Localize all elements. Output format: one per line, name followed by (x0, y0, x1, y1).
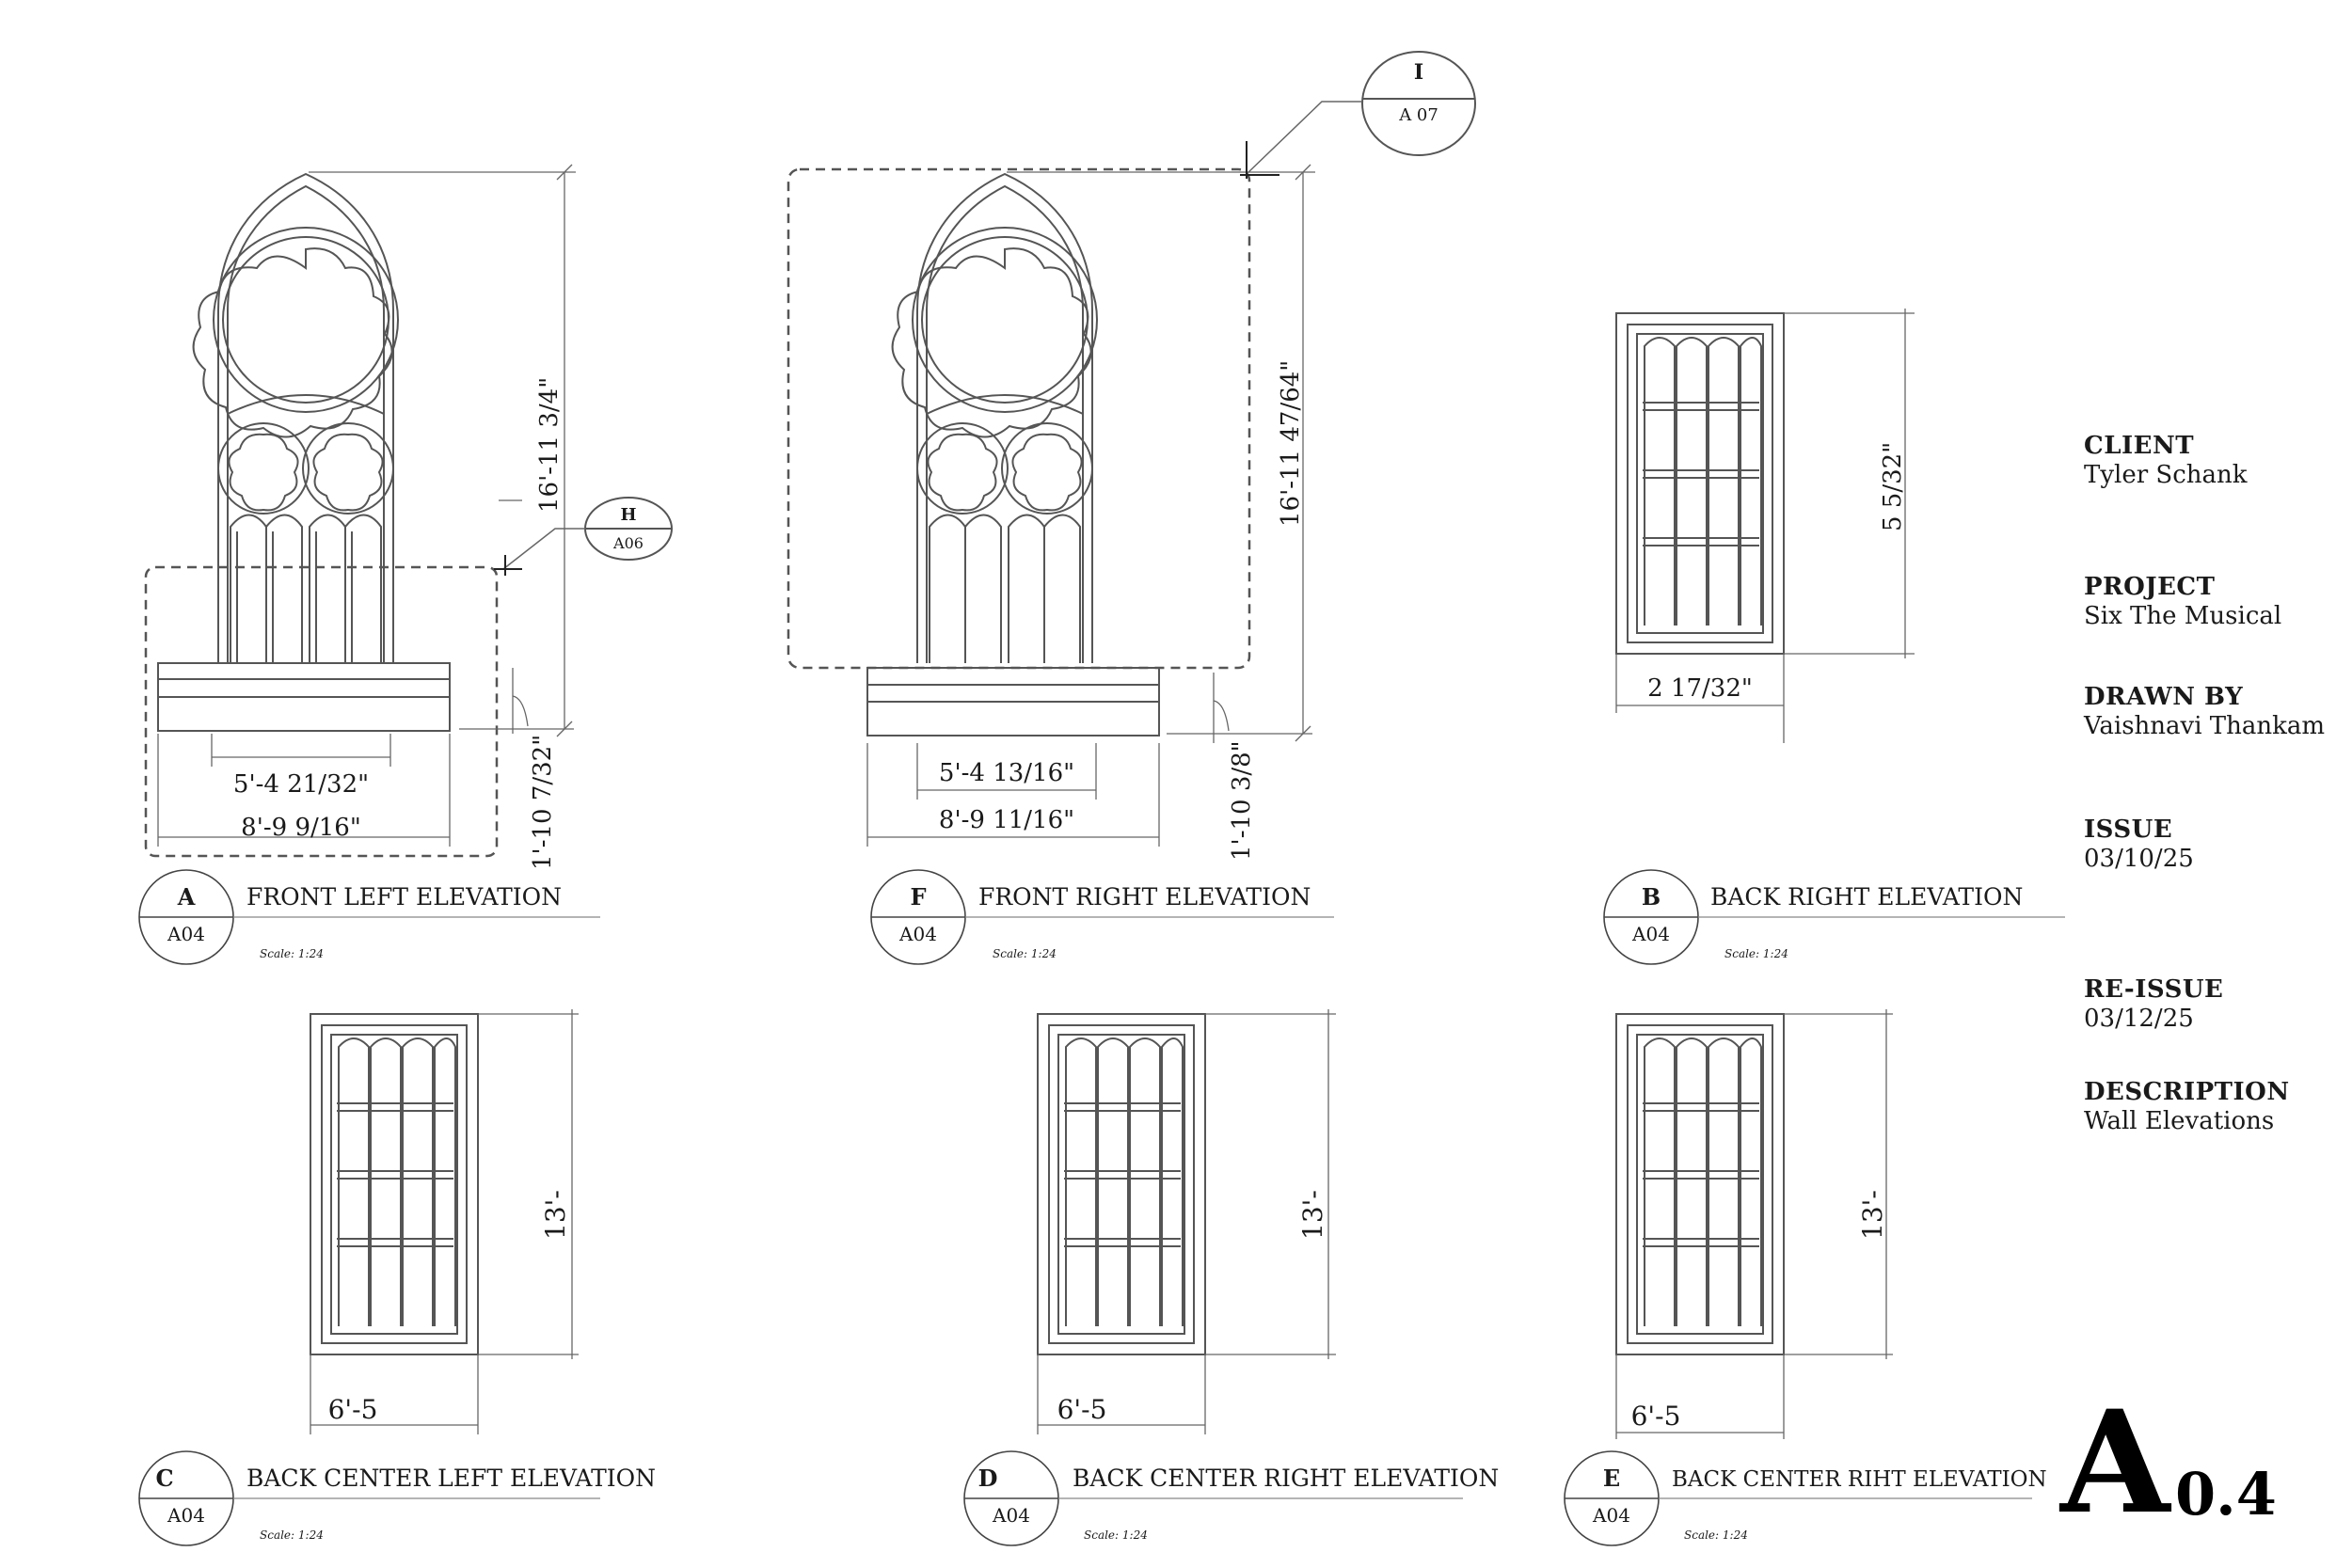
project-block: PROJECT Six The Musical (2084, 572, 2338, 630)
panel-window-e (1615, 1013, 1785, 1355)
view-f-letter: F (910, 883, 926, 911)
view-d-sheet: A04 (992, 1504, 1030, 1527)
sheet-number: A 0.4 (2060, 1392, 2343, 1533)
description-label: DESCRIPTION (2084, 1078, 2290, 1106)
view-f-title: FRONT RIGHT ELEVATION (978, 883, 1311, 911)
panel-window-d (1037, 1013, 1206, 1355)
panel-window-b (1615, 312, 1785, 655)
view-e-sheet: A04 (1592, 1504, 1630, 1527)
view-d-title: BACK CENTER RIGHT ELEVATION (1073, 1465, 1499, 1492)
dim-f-outer: 8'-9 11/16" (939, 806, 1074, 834)
view-f-sheet: A04 (898, 923, 937, 945)
view-a-scale: Scale: 1:24 (260, 947, 324, 960)
client-block: CLIENT Tyler Schank (2084, 431, 2338, 489)
view-d-scale: Scale: 1:24 (1084, 1528, 1148, 1542)
view-b-sheet: A04 (1631, 923, 1670, 945)
dim-a-height: 16'-11 3/4" (535, 377, 564, 513)
description-block: DESCRIPTION Wall Elevations (2084, 1077, 2338, 1135)
reissue-label: RE-ISSUE (2084, 975, 2224, 1004)
view-a-sheet: A04 (167, 923, 205, 945)
panel-window-c (310, 1013, 479, 1355)
sheet-number-letter: A (2060, 1380, 2170, 1545)
gothic-window-f (866, 172, 1160, 736)
issue-label: ISSUE (2084, 816, 2173, 844)
view-f-scale: Scale: 1:24 (993, 947, 1057, 960)
callout-i-letter: I (1414, 60, 1423, 85)
dim-e-height: 13'- (1857, 1190, 1888, 1240)
dim-d-height: 13'- (1297, 1190, 1328, 1240)
view-b-scale: Scale: 1:24 (1724, 947, 1788, 960)
view-a-letter: A (177, 883, 196, 911)
dim-f-inner: 5'-4 13/16" (939, 759, 1074, 787)
dim-c-height: 13'- (540, 1190, 571, 1240)
dim-d-width: 6'-5 (1057, 1394, 1107, 1425)
dim-b-width: 2 17/32" (1647, 674, 1753, 703)
view-b-letter: B (1642, 883, 1661, 911)
dim-a-base: 1'-10 7/32" (529, 735, 557, 870)
dim-a-outer: 8'-9 9/16" (241, 814, 361, 842)
description-value: Wall Elevations (2084, 1107, 2275, 1135)
view-c-letter: C (155, 1465, 173, 1492)
view-c-title: BACK CENTER LEFT ELEVATION (246, 1465, 656, 1492)
client-value: Tyler Schank (2084, 461, 2248, 489)
drawn-by-label: DRAWN BY (2084, 683, 2244, 711)
drawn-by-value: Vaishnavi Thankam (2084, 712, 2326, 740)
project-label: PROJECT (2084, 573, 2216, 601)
view-b-title: BACK RIGHT ELEVATION (1710, 883, 2023, 911)
sheet-number-digits: 0.4 (2175, 1460, 2277, 1528)
dim-f-height: 16'-11 47/64" (1277, 360, 1305, 527)
dim-b-height: 5 5/32" (1879, 442, 1907, 531)
client-label: CLIENT (2084, 432, 2195, 460)
callout-h-sheet: A06 (612, 534, 644, 552)
gothic-window-a (157, 172, 451, 732)
issue-value: 03/10/25 (2084, 845, 2194, 873)
callout-h-letter: H (620, 505, 636, 525)
dim-a-inner: 5'-4 21/32" (233, 770, 369, 799)
view-e-title: BACK CENTER RIHT ELEVATION (1672, 1467, 2047, 1492)
view-c-sheet: A04 (167, 1504, 205, 1527)
project-value: Six The Musical (2084, 602, 2282, 630)
reissue-block: RE-ISSUE 03/12/25 (2084, 974, 2338, 1033)
view-e-letter: E (1603, 1465, 1620, 1492)
drawn-by-block: DRAWN BY Vaishnavi Thankam (2084, 682, 2338, 740)
view-a-title: FRONT LEFT ELEVATION (246, 883, 562, 911)
view-e-scale: Scale: 1:24 (1684, 1528, 1748, 1542)
issue-block: ISSUE 03/10/25 (2084, 815, 2338, 873)
dim-f-base: 1'-10 3/8" (1228, 740, 1256, 861)
view-c-scale: Scale: 1:24 (260, 1528, 324, 1542)
callout-i-sheet: A 07 (1398, 105, 1438, 125)
dim-e-width: 6'-5 (1631, 1401, 1681, 1432)
reissue-value: 03/12/25 (2084, 1005, 2194, 1033)
view-d-letter: D (978, 1465, 998, 1492)
dim-c-width: 6'-5 (328, 1394, 378, 1425)
